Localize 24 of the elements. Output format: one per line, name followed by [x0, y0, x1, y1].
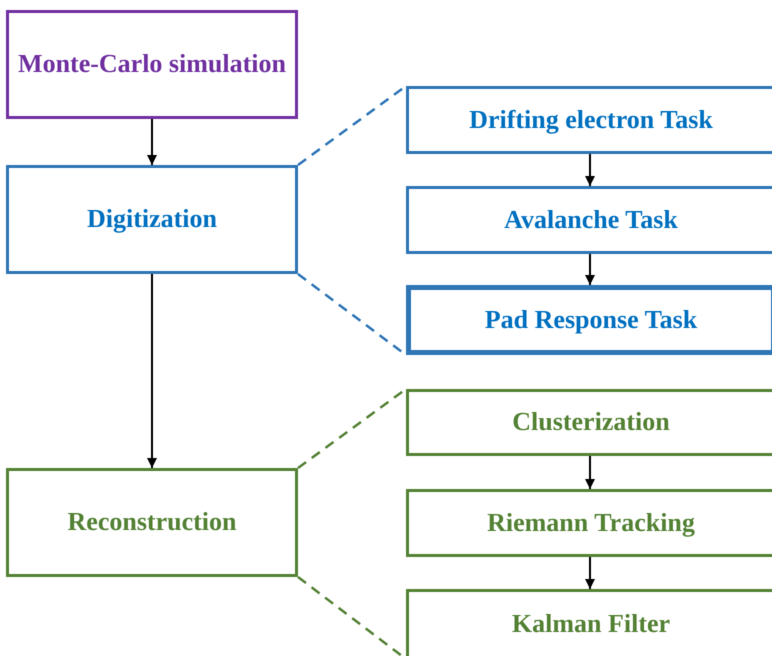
process-box	[6, 165, 298, 274]
box-label: Clusterization	[512, 406, 670, 438]
process-box	[406, 489, 772, 557]
box-label: Avalanche Task	[504, 204, 678, 236]
box-label: Drifting electron Task	[469, 104, 713, 136]
box-label: Riemann Tracking	[487, 506, 695, 539]
process-box	[406, 285, 772, 355]
box-label: Reconstruction	[68, 506, 236, 538]
arrow	[147, 119, 157, 165]
process-box	[406, 389, 772, 456]
box-label: Digitization	[87, 203, 217, 236]
process-box	[406, 86, 772, 154]
process-box	[406, 186, 772, 254]
arrow	[585, 254, 595, 285]
box-label: Monte-Carlo simulation	[18, 48, 286, 80]
process-box	[406, 589, 772, 656]
arrow	[585, 154, 595, 186]
arrow	[147, 274, 157, 468]
box-label: Pad Response Task	[484, 304, 698, 336]
process-box	[6, 10, 298, 119]
arrow	[585, 456, 595, 489]
box-label: Kalman Filter	[512, 608, 670, 640]
arrow	[585, 557, 595, 589]
process-box	[6, 468, 298, 577]
